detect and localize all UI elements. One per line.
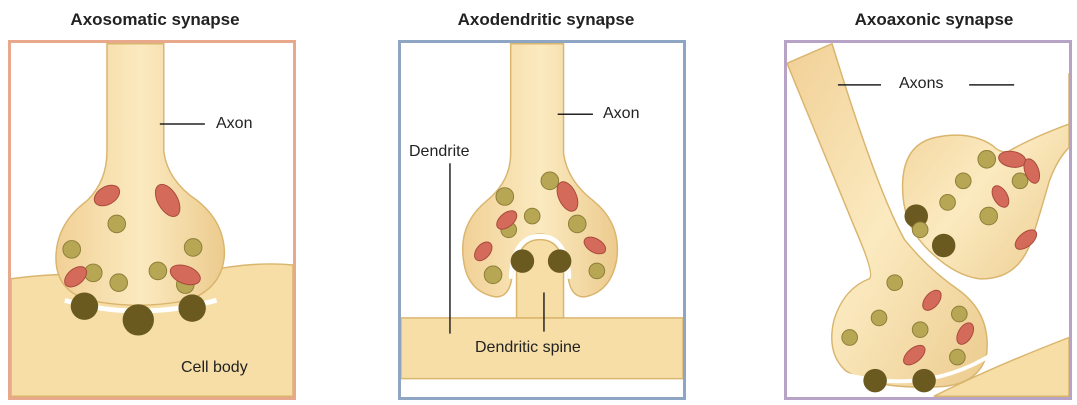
dendrite-label: Dendrite <box>409 143 469 161</box>
dendritic-spine-label: Dendritic spine <box>475 339 581 357</box>
axon-label: Axon <box>603 105 639 123</box>
axodendritic-panel: Axon Dendrite Dendritic spine <box>398 40 686 400</box>
axosomatic-title: Axosomatic synapse <box>5 10 305 30</box>
axon-label: Axon <box>216 115 252 133</box>
axosomatic-panel: Axon Cell body <box>8 40 296 400</box>
axoaxonic-illustration <box>787 43 1069 397</box>
axodendritic-title: Axodendritic synapse <box>396 10 696 30</box>
cell-body-label: Cell body <box>181 359 248 377</box>
axoaxonic-title: Axoaxonic synapse <box>784 10 1077 30</box>
axosomatic-illustration <box>11 43 293 397</box>
axoaxonic-panel: Axons <box>784 40 1072 400</box>
axons-label: Axons <box>899 75 943 93</box>
